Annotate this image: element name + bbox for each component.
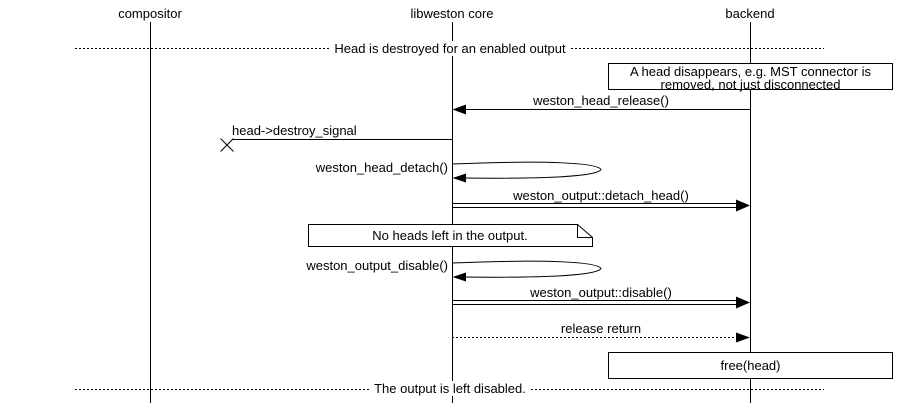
divider-top-label: Head is destroyed for an enabled output: [331, 41, 569, 56]
message-label-destroy-signal: head->destroy_signal: [232, 123, 357, 138]
message-label-output-disable: weston_output::disable(): [530, 285, 672, 300]
actor-label-compositor: compositor: [118, 6, 182, 21]
note-box-no-heads: [308, 224, 593, 247]
actor-label-libweston-core: libweston core: [410, 6, 494, 21]
message-release-return: [452, 332, 750, 343]
actor-label-backend: backend: [725, 6, 775, 21]
message-label-head-detach: weston_head_detach(): [315, 160, 448, 175]
message-output-disable-self: [451, 260, 602, 282]
message-label-output-disable-call: weston_output_disable(): [306, 258, 448, 273]
note-no-heads: No heads left in the output.: [372, 228, 528, 243]
message-head-detach-self: [451, 161, 602, 183]
message-label-detach-head: weston_output::detach_head(): [513, 188, 689, 203]
action-box-free-head: [608, 352, 893, 379]
message-label-release-return: release return: [560, 321, 642, 336]
action-label-free-head: free(head): [720, 358, 781, 373]
note-head-disappears-line1: A head disappears, e.g. MST connector is: [629, 64, 872, 79]
message-output-disable: [452, 296, 750, 309]
message-detach-head: [452, 199, 750, 212]
note-head-disappears: A head disappears, e.g. MST connector is…: [608, 65, 893, 91]
divider-top: Head is destroyed for an enabled output: [0, 41, 900, 56]
message-head-release: [452, 104, 750, 115]
note-head-disappears-line2: removed, not just disconnected: [660, 77, 841, 92]
note-box-head-disappears: [608, 63, 893, 90]
divider-bottom: The output is left disabled.: [0, 381, 900, 396]
message-label-head-release: weston_head_release(): [533, 93, 669, 108]
divider-bottom-label: The output is left disabled.: [371, 381, 529, 396]
message-destroy-signal-lost: [220, 138, 452, 152]
